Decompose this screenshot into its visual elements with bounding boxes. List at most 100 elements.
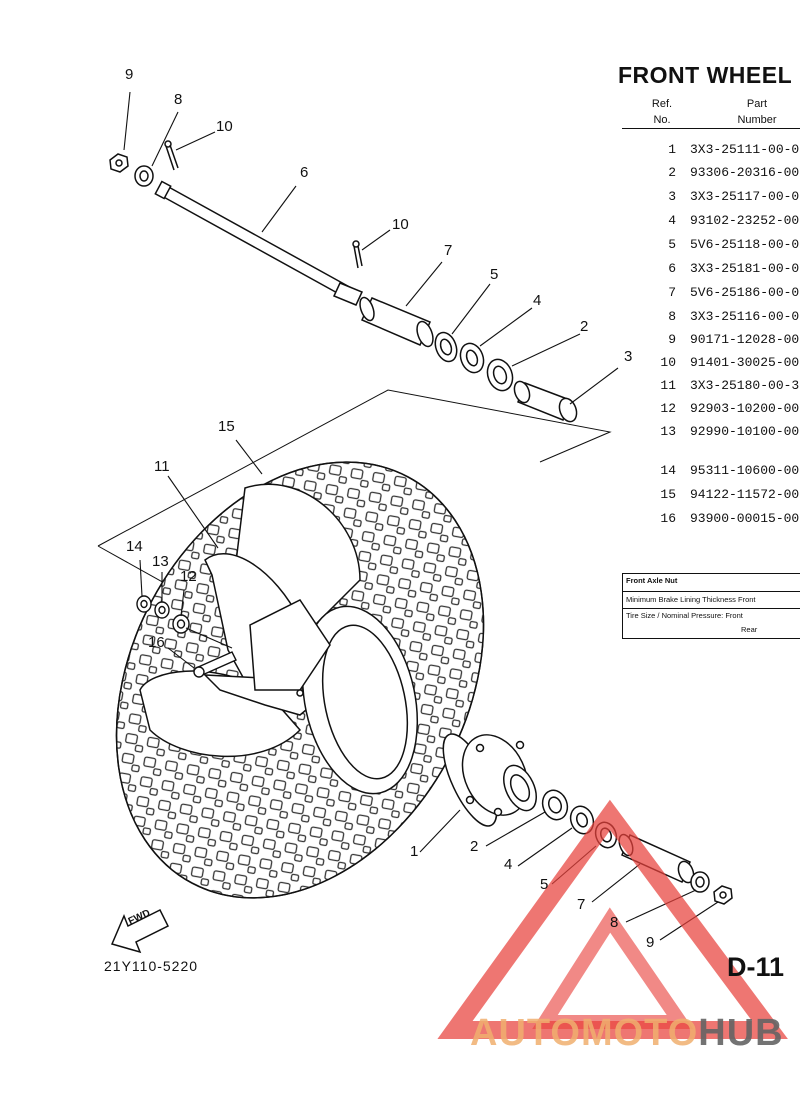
callout-5-top: 5 <box>490 266 499 283</box>
part-number: 92903-10200-00 <box>690 401 800 416</box>
ref-no: 8 <box>668 309 676 324</box>
watermark-text: AUTOMOTOHUB <box>470 1012 784 1055</box>
parts-row: 11 3X3-25180-00-3 <box>640 378 799 393</box>
rim-11 <box>203 553 419 795</box>
callout-5-bot: 5 <box>540 876 549 893</box>
valve-16 <box>193 651 237 678</box>
ref-no: 1 <box>668 142 676 157</box>
part-number: 3X3-25181-00-0 <box>690 261 800 276</box>
callout-15: 15 <box>218 418 235 435</box>
callout-6: 6 <box>300 164 309 181</box>
ref-no: 15 <box>660 487 676 502</box>
bearing-2-bot <box>541 789 569 821</box>
washer-12 <box>172 614 190 634</box>
parts-row: 4 93102-23252-00 <box>640 213 799 228</box>
spec-row-axle-nut: Front Axle Nut <box>626 576 678 585</box>
ref-no: 2 <box>668 165 676 180</box>
parts-row: 5 5V6-25118-00-0 <box>640 237 799 252</box>
ref-no: 10 <box>660 355 676 370</box>
parts-row: 8 3X3-25116-00-0 <box>640 309 799 324</box>
spec-row-brake-lining: Minimum Brake Lining Thickness Front <box>626 595 756 604</box>
parts-row: 13 92990-10100-00 <box>640 424 799 439</box>
part-number: 95311-10600-00 <box>690 463 800 478</box>
part-number: 93900-00015-00 <box>690 511 800 526</box>
ref-no: 7 <box>668 285 676 300</box>
part-number: 3X3-25180-00-3 <box>690 378 800 393</box>
callout-4-bot: 4 <box>504 856 513 873</box>
ref-header-line2: No. <box>653 114 671 126</box>
callout-14: 14 <box>126 538 143 555</box>
parts-row: 12 92903-10200-00 <box>640 401 799 416</box>
parts-row: 15 94122-11572-00 <box>640 487 799 502</box>
watermark-text-part1: AUTOMOTO <box>470 1012 699 1054</box>
callout-8-bot: 8 <box>610 914 619 931</box>
nut-9-top <box>109 153 129 173</box>
part-number: 93102-23252-00 <box>690 213 800 228</box>
callout-3: 3 <box>624 348 633 365</box>
spec-row-tire-front: Tire Size / Nominal Pressure: Front <box>626 611 743 620</box>
spec-divider <box>623 608 800 609</box>
part-header-line2: Number <box>737 114 777 126</box>
part-number: 3X3-25111-00-0 <box>690 142 800 157</box>
callout-9-top: 9 <box>125 66 134 83</box>
spec-table: Front Axle Nut Minimum Brake Lining Thic… <box>622 573 800 639</box>
cotter-pin-10-top <box>164 140 179 171</box>
parts-row: 10 91401-30025-00 <box>640 355 799 370</box>
page-number: D-11 <box>727 952 785 982</box>
ref-no: 13 <box>660 424 676 439</box>
seal-4-top <box>459 342 485 374</box>
washer-13 <box>154 601 170 619</box>
part-number: 94122-11572-00 <box>690 487 800 502</box>
parts-row: 14 95311-10600-00 <box>640 463 799 478</box>
ref-no: 11 <box>660 378 676 393</box>
part-number: 3X3-25116-00-0 <box>690 309 800 324</box>
ref-no: 9 <box>668 332 676 347</box>
part-number: 91401-30025-00 <box>690 355 800 370</box>
callout-2-bot: 2 <box>470 838 479 855</box>
bearing-5-top <box>434 331 458 363</box>
part-number-header: Part Number <box>722 96 792 128</box>
callout-10-mid: 10 <box>392 216 409 233</box>
axle-6 <box>154 180 364 306</box>
fwd-arrow-icon <box>110 908 170 954</box>
spacer-7-top <box>359 296 434 348</box>
washer-8-bot <box>690 871 710 893</box>
watermark-text-part2: HUB <box>698 1012 784 1054</box>
part-number: 5V6-25186-00-0 <box>690 285 800 300</box>
ref-header-line1: Ref. <box>651 98 673 110</box>
header-divider <box>622 128 800 129</box>
part-number: 3X3-25117-00-0 <box>690 189 800 204</box>
part-number: 92990-10100-00 <box>690 424 800 439</box>
ref-no: 12 <box>660 401 676 416</box>
callout-12: 12 <box>180 568 197 585</box>
callout-9-bot: 9 <box>646 934 655 951</box>
bearing-2-top <box>486 358 514 392</box>
callout-7-top: 7 <box>444 242 453 259</box>
ref-no: 5 <box>668 237 676 252</box>
part-number: 90171-12028-00 <box>690 332 800 347</box>
cotter-pin-10-mid <box>352 240 363 269</box>
page-title: FRONT WHEEL <box>618 62 793 88</box>
ref-no: 14 <box>660 463 676 478</box>
nut-9-bot <box>713 885 733 905</box>
washer-8-top <box>134 165 154 187</box>
watermark-triangle-logo <box>437 799 788 1039</box>
hub-1 <box>442 733 537 827</box>
callout-1: 1 <box>410 843 419 860</box>
parts-row: 7 5V6-25186-00-0 <box>640 285 799 300</box>
collar-3 <box>513 380 578 423</box>
parts-row: 16 93900-00015-00 <box>640 511 799 526</box>
leader-lines <box>123 91 719 941</box>
figure-code: 21Y110-5220 <box>104 958 199 974</box>
ref-no: 4 <box>668 213 676 228</box>
spec-divider <box>623 591 800 592</box>
callout-16: 16 <box>148 634 165 651</box>
part-number: 5V6-25118-00-0 <box>690 237 800 252</box>
ref-no: 16 <box>660 511 676 526</box>
callout-4-top: 4 <box>533 292 542 309</box>
callout-11: 11 <box>154 458 170 475</box>
